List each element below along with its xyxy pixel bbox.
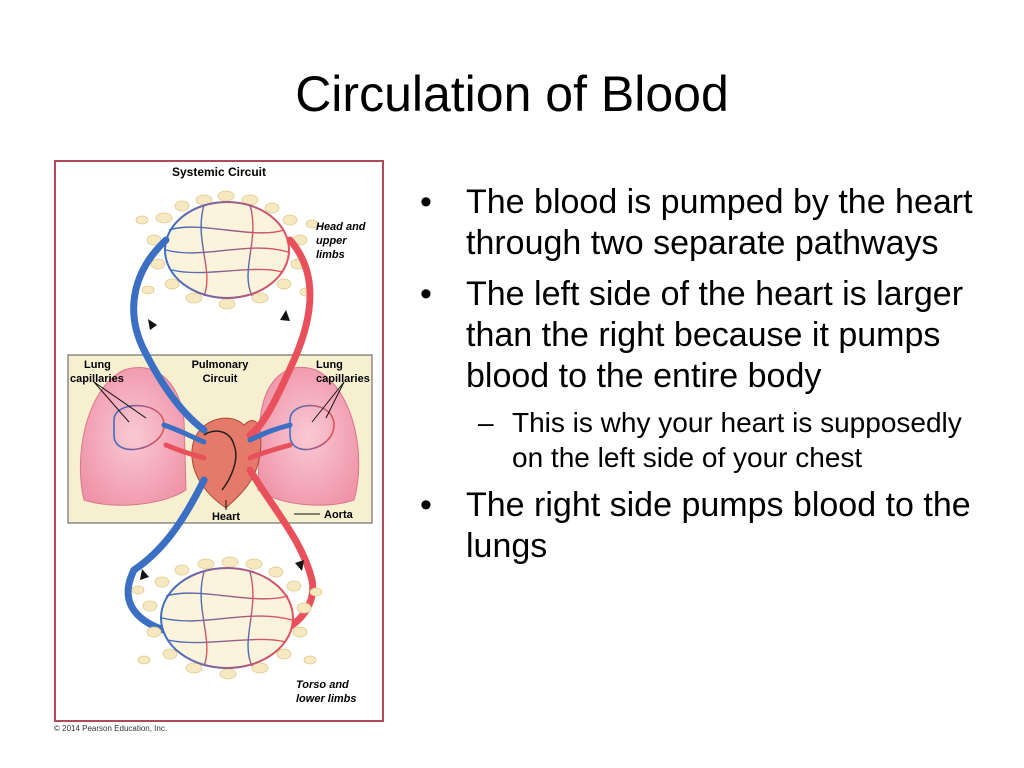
aorta-label: Aorta [324,509,354,521]
pulmonary-label-line2: Circuit [203,373,238,385]
torso-label-line1: Torso and [296,679,349,691]
sub-bullet-text: This is why your heart is supposedly on … [512,407,962,473]
systemic-circuit-heading: Systemic Circuit [172,165,266,179]
bullet-text: The right side pumps blood to the lungs [466,486,971,565]
bullet-text: The left side of the heart is larger tha… [466,275,964,395]
bullet-marker: • [420,486,432,524]
heart-shape [191,417,262,509]
sub-bullet-marker: – [478,407,494,438]
sub-bullet-item: – This is why your heart is supposedly o… [420,405,1000,475]
bullet-item: • The blood is pumped by the heart throu… [420,182,1000,264]
label-leaders [93,381,345,515]
pulmonary-label-line1: Pulmonary [192,359,250,371]
bullet-item: • The left side of the heart is larger t… [420,274,1000,397]
copyright-notice: © 2014 Pearson Education, Inc. [54,724,168,733]
bullet-text: The blood is pumped by the heart through… [466,183,973,262]
lung-right-label-line2: capillaries [316,373,370,385]
head-label-line2: upper [316,235,347,247]
bullet-marker: • [420,275,432,313]
head-label-line1: Head and [316,221,366,233]
lung-left-label-line2: capillaries [70,373,124,385]
lower-tissue [131,556,323,680]
bullet-item: • The right side pumps blood to the lung… [420,485,1000,567]
torso-label-line2: lower limbs [296,693,357,705]
bullet-list: • The blood is pumped by the heart throu… [420,182,1000,577]
systemic-vessels [124,236,317,634]
lower-capillary-bed [160,567,294,669]
heart-label: Heart [212,511,240,523]
flow-arrows [140,310,304,580]
upper-tissue [135,190,319,310]
slide-title: Circulation of Blood [295,66,729,122]
pulmonary-vessels [161,422,293,461]
circulation-diagram: Systemic Circuit Head and upper limbs [54,160,384,722]
upper-capillary-bed [164,201,290,299]
bullet-marker: • [420,183,432,221]
lung-left-label-line1: Lung [84,359,111,371]
lung-right-label-line1: Lung [316,359,343,371]
head-label-line3: limbs [316,249,345,261]
